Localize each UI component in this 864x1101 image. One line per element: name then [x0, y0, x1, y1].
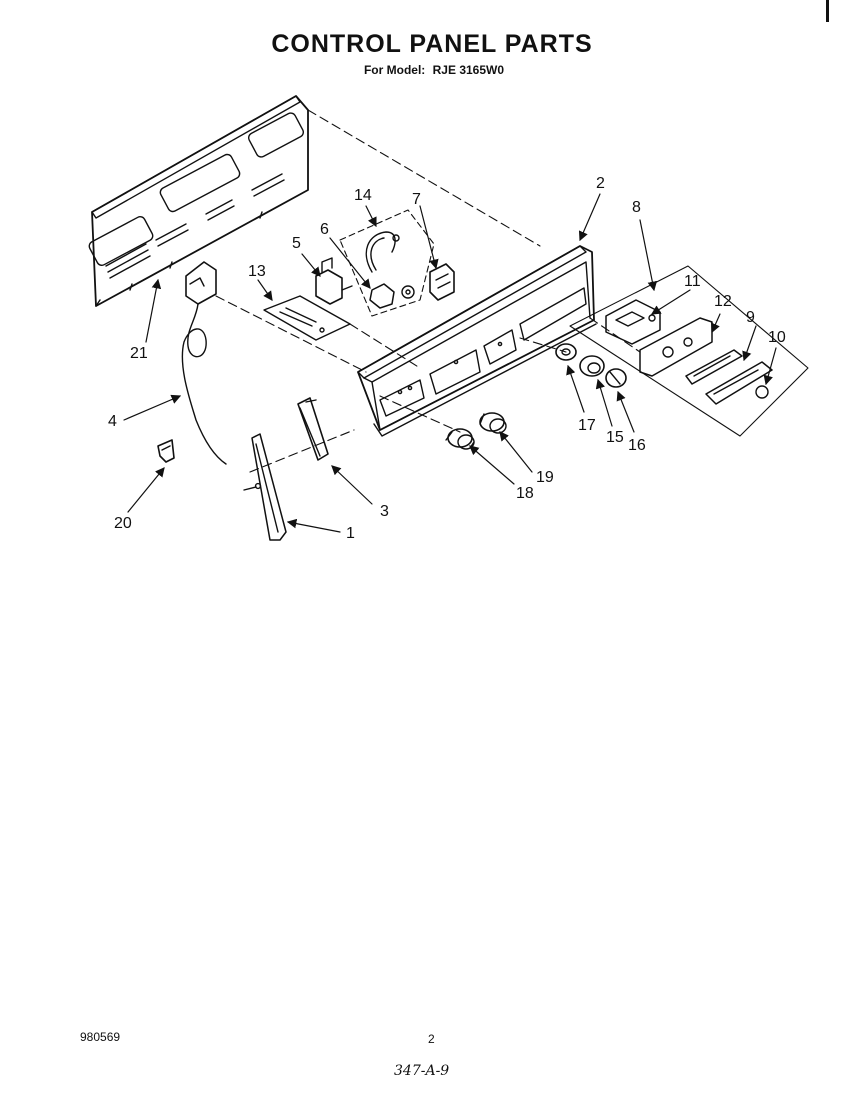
callout-21: 21	[130, 345, 148, 362]
part-16-knob-cap	[605, 368, 627, 388]
part-17-knob-insert	[555, 343, 577, 361]
part-21-rear-panel	[88, 95, 309, 307]
part-6-small-switch	[369, 283, 415, 309]
callout-12: 12	[714, 293, 732, 310]
callout-5: 5	[292, 235, 301, 252]
part-8-timer-assembly	[569, 265, 809, 437]
model-subtitle: For Model: RJE 3165W0	[0, 63, 864, 77]
part-20-clip	[157, 439, 175, 463]
page-number: 2	[428, 1032, 435, 1046]
part-7-rocker-switch	[429, 263, 455, 301]
callout-3: 3	[380, 503, 389, 520]
callout-7: 7	[412, 191, 421, 208]
part-11-timer-bracket	[605, 299, 661, 345]
part-19-knob	[479, 412, 507, 434]
leader-lines	[123, 193, 777, 533]
callout-2: 2	[596, 175, 605, 192]
callout-19: 19	[536, 469, 554, 486]
callout-15: 15	[606, 429, 624, 446]
part-3-bracket	[297, 397, 329, 461]
handwritten-reference: 347-A-9	[394, 1063, 450, 1079]
callout-20: 20	[114, 515, 132, 532]
part-9-window	[685, 349, 743, 385]
part-13-label-plate	[263, 295, 351, 341]
model-number: RJE 3165W0	[432, 63, 505, 77]
part-1-brace	[243, 433, 287, 541]
page-title: CONTROL PANEL PARTS	[271, 30, 593, 58]
alignment-lines	[215, 109, 641, 473]
callout-1: 1	[346, 525, 355, 542]
callout-17: 17	[578, 417, 596, 434]
model-label: For Model:	[363, 63, 426, 77]
part-4-power-cord	[181, 261, 227, 465]
part-10-bezel	[705, 361, 773, 405]
callout-10: 10	[768, 329, 786, 346]
part-2-control-console	[357, 245, 597, 437]
callout-14: 14	[354, 187, 372, 204]
callout-4: 4	[108, 413, 117, 430]
corner-registration-mark	[826, 0, 829, 22]
callout-6: 6	[320, 221, 329, 238]
callout-11: 11	[684, 273, 701, 290]
document-number: 980569	[80, 1030, 121, 1044]
part-14-wire-harness	[339, 209, 435, 317]
callout-13: 13	[248, 263, 266, 280]
part-15-knob	[579, 355, 605, 377]
callout-9: 9	[746, 309, 755, 326]
part-12-timer-dial	[639, 317, 713, 377]
callout-8: 8	[632, 199, 641, 216]
callout-18: 18	[516, 485, 534, 502]
part-5-switch	[315, 257, 353, 305]
callout-16: 16	[628, 437, 646, 454]
callout-labels: 1 2 3 4 5 6 7 8 9 10 11 12 13 14 15 16 1…	[108, 175, 786, 542]
